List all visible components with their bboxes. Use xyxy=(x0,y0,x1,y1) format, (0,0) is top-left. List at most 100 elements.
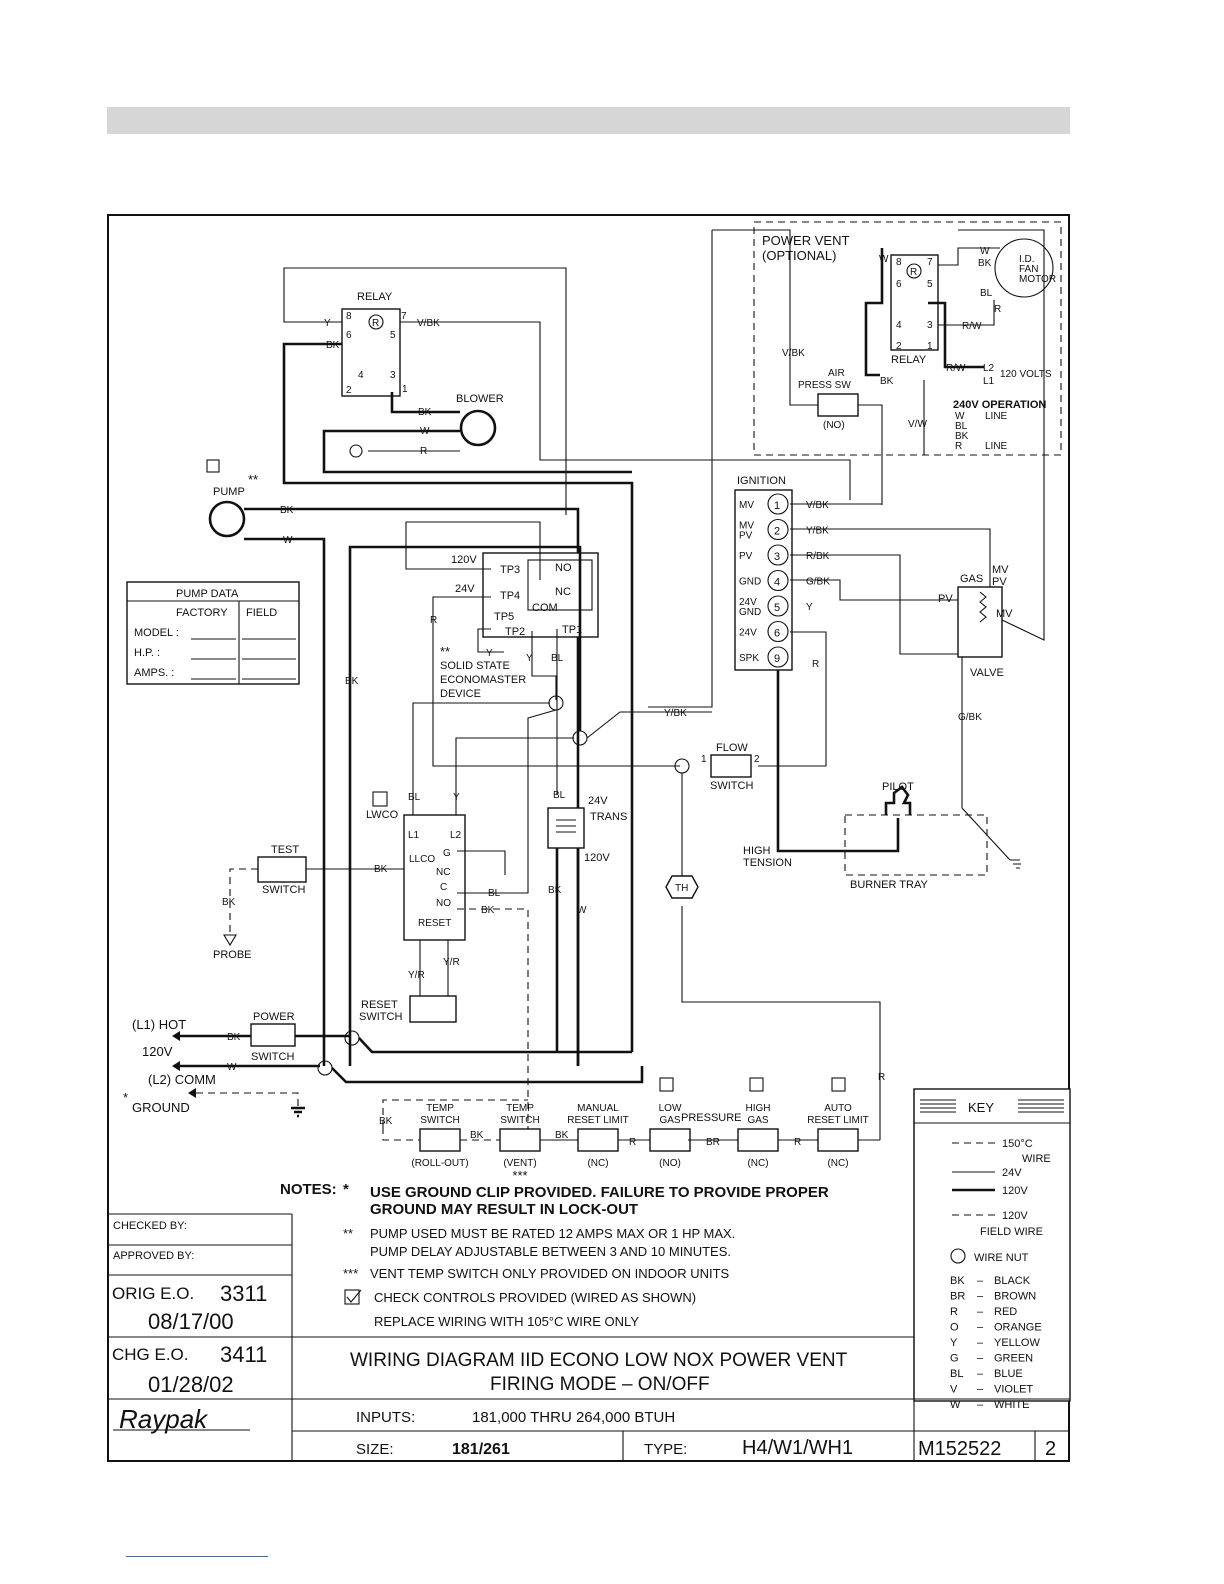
ignition-wire-label: V/BK xyxy=(806,500,829,511)
th-icon xyxy=(665,875,699,899)
econo-wire-y-lwco xyxy=(455,737,574,815)
lwco-nc: NC xyxy=(436,867,450,878)
gas-port-mv2: MV xyxy=(996,608,1013,620)
econo-wire-r: R xyxy=(430,615,437,626)
limit-wire-br: BR xyxy=(706,1137,720,1148)
limit-switch-state: (NO) xyxy=(659,1158,681,1169)
econo-tp3: TP3 xyxy=(500,564,520,576)
trans-wire-w: W xyxy=(577,905,587,916)
ignition-terminal-number: 4 xyxy=(774,577,780,589)
flow-wire-ybk: Y/BK xyxy=(664,708,687,719)
power-hot: (L1) HOT xyxy=(132,1017,186,1032)
econo-nc: NC xyxy=(555,586,571,598)
check-box-icon xyxy=(749,1077,764,1092)
key-color-code: BK xyxy=(950,1275,965,1287)
probe-icon xyxy=(223,934,237,947)
econo-tp1: TP1 xyxy=(562,624,582,636)
limit-switch-state: (ROLL-OUT) xyxy=(411,1158,468,1169)
notes-section: NOTES: * USE GROUND CLIP PROVIDED. FAILU… xyxy=(280,1181,829,1329)
notes-heading: NOTES: xyxy=(280,1181,337,1198)
flow-pin-1: 1 xyxy=(701,754,707,765)
trans-wire-bk: BK xyxy=(548,885,562,896)
orig-date: 08/17/00 xyxy=(148,1309,234,1334)
op-w: W xyxy=(955,411,965,422)
power-vent-subtitle: (OPTIONAL) xyxy=(762,248,836,263)
pump-data-table: PUMP DATA FACTORY FIELD MODEL : H.P. : A… xyxy=(126,581,300,685)
size-value: 181/261 xyxy=(452,1441,510,1458)
pv-wire-w2: W xyxy=(879,254,889,265)
note-6: CHECK CONTROLS PROVIDED (WIRED AS SHOWN) xyxy=(374,1290,696,1305)
op-bk: BK xyxy=(955,431,969,442)
limit-switch-label: HIGH xyxy=(746,1103,771,1114)
title-block: CHECKED BY: APPROVED BY: ORIG E.O. 3311 … xyxy=(107,1089,1070,1462)
key-color-code: BR xyxy=(950,1291,965,1303)
econo-mark: ** xyxy=(440,644,450,659)
lwco-reset: RESET xyxy=(418,918,451,929)
ignition-term: GND xyxy=(739,577,761,588)
ignition-terminal-number: 5 xyxy=(774,602,780,614)
ign-spark-path xyxy=(776,670,900,853)
pv-wire-rw2: R/W xyxy=(946,363,966,374)
op-line1: LINE xyxy=(985,411,1008,422)
ignition-terminal-icon xyxy=(767,646,789,668)
chg-eo-number: 3411 xyxy=(220,1342,267,1367)
diagram-title-1: WIRING DIAGRAM IID ECONO LOW NOX POWER V… xyxy=(350,1350,848,1371)
limit-switch-label: GAS xyxy=(659,1115,680,1126)
key-color-name: WHITE xyxy=(994,1399,1029,1411)
power-wire-w: W xyxy=(227,1062,237,1073)
op-title: 240V OPERATION xyxy=(953,399,1046,411)
wire-nut-4-icon xyxy=(344,1030,360,1046)
key-color-code: Y xyxy=(950,1337,958,1349)
lwco-label: LWCO xyxy=(366,809,399,821)
ground-symbol-icon xyxy=(291,1106,305,1118)
power-volts: 120V xyxy=(142,1044,173,1059)
lwco-c: C xyxy=(440,882,447,893)
pv-pin-3: 3 xyxy=(927,320,933,331)
lwco-yr-1: Y/R xyxy=(408,970,425,981)
lwco-no: NO xyxy=(436,898,451,909)
flow-label: FLOW xyxy=(716,742,748,754)
relay-pin-1: 1 xyxy=(402,384,408,395)
pump-data-hp: H.P. : xyxy=(134,647,160,659)
key-color-dash: – xyxy=(977,1322,984,1334)
key-24v: 24V xyxy=(1002,1167,1022,1179)
key-color-code: R xyxy=(950,1306,958,1318)
lwco-l1: L1 xyxy=(408,830,420,841)
relay-wire-y-path xyxy=(283,267,567,515)
ignition-label: IGNITION xyxy=(737,475,786,487)
lwco-g: G xyxy=(443,848,451,859)
power-section: (L1) HOT 120V (L2) COMM * GROUND POWER S… xyxy=(123,1011,644,1118)
limit-wire-bk3: BK xyxy=(555,1130,569,1141)
test-switch-section: TEST SWITCH BK PROBE xyxy=(213,844,307,961)
relay-pin-6: 6 xyxy=(346,330,352,341)
ignition-term: 24V xyxy=(739,628,757,639)
raypak-logo: Raypak xyxy=(119,1404,209,1434)
th-path xyxy=(681,906,881,1140)
relay-coil-icon xyxy=(368,314,384,330)
ignition-wire-label: Y/BK xyxy=(806,526,829,537)
relay-pin-2: 2 xyxy=(346,385,352,396)
pump-icon xyxy=(208,500,246,538)
relay-wire-vbk: V/BK xyxy=(417,318,440,329)
pump-check-icon xyxy=(206,459,220,473)
pv-wire-r: R xyxy=(994,304,1001,315)
test-switch-body xyxy=(257,856,307,883)
relay-wire-bk-path xyxy=(282,342,634,1052)
pump-data-amps: AMPS. : xyxy=(134,667,174,679)
limit-switch-label: TEMP xyxy=(506,1103,534,1114)
ign-24v-path xyxy=(758,631,827,767)
diagram-frame xyxy=(107,214,1070,1462)
relay-pin-8: 8 xyxy=(346,311,352,322)
lwco-body xyxy=(403,814,466,941)
pv-wire-path-5 xyxy=(648,230,713,708)
valve-mv-link xyxy=(958,229,1045,641)
header-band xyxy=(107,107,1070,134)
diagram-title-2: FIRING MODE – ON/OFF xyxy=(490,1374,710,1395)
ign-mvpv-link xyxy=(790,528,991,587)
test-wire-bk: BK xyxy=(222,897,236,908)
revision: 2 xyxy=(1045,1438,1056,1460)
orig-eo-label: ORIG E.O. xyxy=(112,1284,194,1303)
gas-port-mv: MV xyxy=(992,564,1009,576)
blower-wire-nut-icon xyxy=(349,444,363,458)
limit-switch-body xyxy=(649,1128,691,1152)
